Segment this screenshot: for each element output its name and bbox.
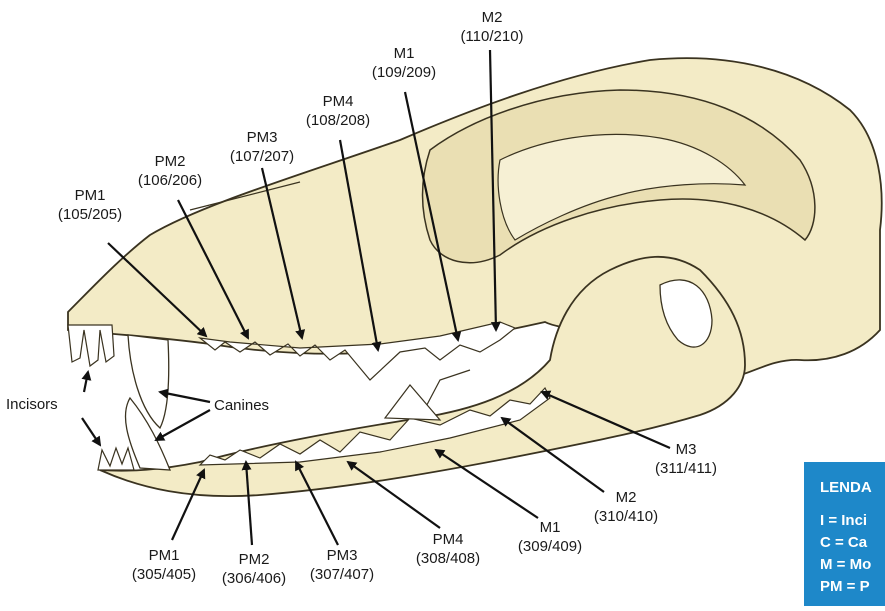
upper-m1-code: (109/209) [364, 63, 444, 82]
lower-m2-name: M2 [586, 488, 666, 507]
lower-pm4-name: PM4 [408, 530, 488, 549]
upper-pm3-code: (107/207) [222, 147, 302, 166]
upper-m1-name: M1 [364, 44, 444, 63]
lower-m1-code: (309/409) [510, 537, 590, 556]
lower-m1-name: M1 [510, 518, 590, 537]
label-upper-m2: M2 (110/210) [452, 8, 532, 46]
label-incisors: Incisors [6, 396, 58, 413]
label-upper-pm2: PM2 (106/206) [130, 152, 210, 190]
arrow-incisors-down [82, 418, 100, 445]
lower-pm1-code: (305/405) [124, 565, 204, 584]
upper-pm1-name: PM1 [50, 186, 130, 205]
upper-pm4-name: PM4 [298, 92, 378, 111]
carnassial-lower [385, 385, 440, 420]
lower-pm3-code: (307/407) [302, 565, 382, 584]
label-lower-m2: M2 (310/410) [586, 488, 666, 526]
lower-m3-code: (311/411) [646, 459, 726, 478]
legend-line-incisors: I = Inci [820, 512, 867, 529]
legend-box: LENDA I = Inci C = Ca M = Mo PM = P [804, 462, 885, 606]
lower-pm3-name: PM3 [302, 546, 382, 565]
upper-pm1-code: (105/205) [50, 205, 130, 224]
label-lower-m3: M3 (311/411) [646, 440, 726, 478]
upper-pm2-name: PM2 [130, 152, 210, 171]
upper-m2-name: M2 [452, 8, 532, 27]
upper-incisors [68, 325, 114, 366]
lower-m2-code: (310/410) [586, 507, 666, 526]
lower-pm1-name: PM1 [124, 546, 204, 565]
label-lower-pm3: PM3 (307/407) [302, 546, 382, 584]
upper-pm4-code: (108/208) [298, 111, 378, 130]
label-lower-pm4: PM4 (308/408) [408, 530, 488, 568]
label-lower-m1: M1 (309/409) [510, 518, 590, 556]
label-canines: Canines [214, 397, 269, 414]
arrow-incisors-up [84, 372, 88, 392]
label-upper-pm3: PM3 (107/207) [222, 128, 302, 166]
label-lower-pm1: PM1 (305/405) [124, 546, 204, 584]
legend-line-molars: M = Mo [820, 556, 871, 573]
upper-m2-code: (110/210) [452, 27, 532, 46]
legend-line-premolars: PM = P [820, 578, 870, 595]
legend-title: LENDA [820, 479, 872, 496]
lower-pm4-code: (308/408) [408, 549, 488, 568]
legend-line-canines: C = Ca [820, 534, 867, 551]
lower-pm2-code: (306/406) [214, 569, 294, 588]
label-lower-pm2: PM2 (306/406) [214, 550, 294, 588]
upper-pm2-code: (106/206) [130, 171, 210, 190]
label-upper-m1: M1 (109/209) [364, 44, 444, 82]
lower-incisors [98, 448, 134, 470]
lower-pm2-name: PM2 [214, 550, 294, 569]
label-upper-pm4: PM4 (108/208) [298, 92, 378, 130]
upper-pm3-name: PM3 [222, 128, 302, 147]
lower-m3-name: M3 [646, 440, 726, 459]
label-upper-pm1: PM1 (105/205) [50, 186, 130, 224]
